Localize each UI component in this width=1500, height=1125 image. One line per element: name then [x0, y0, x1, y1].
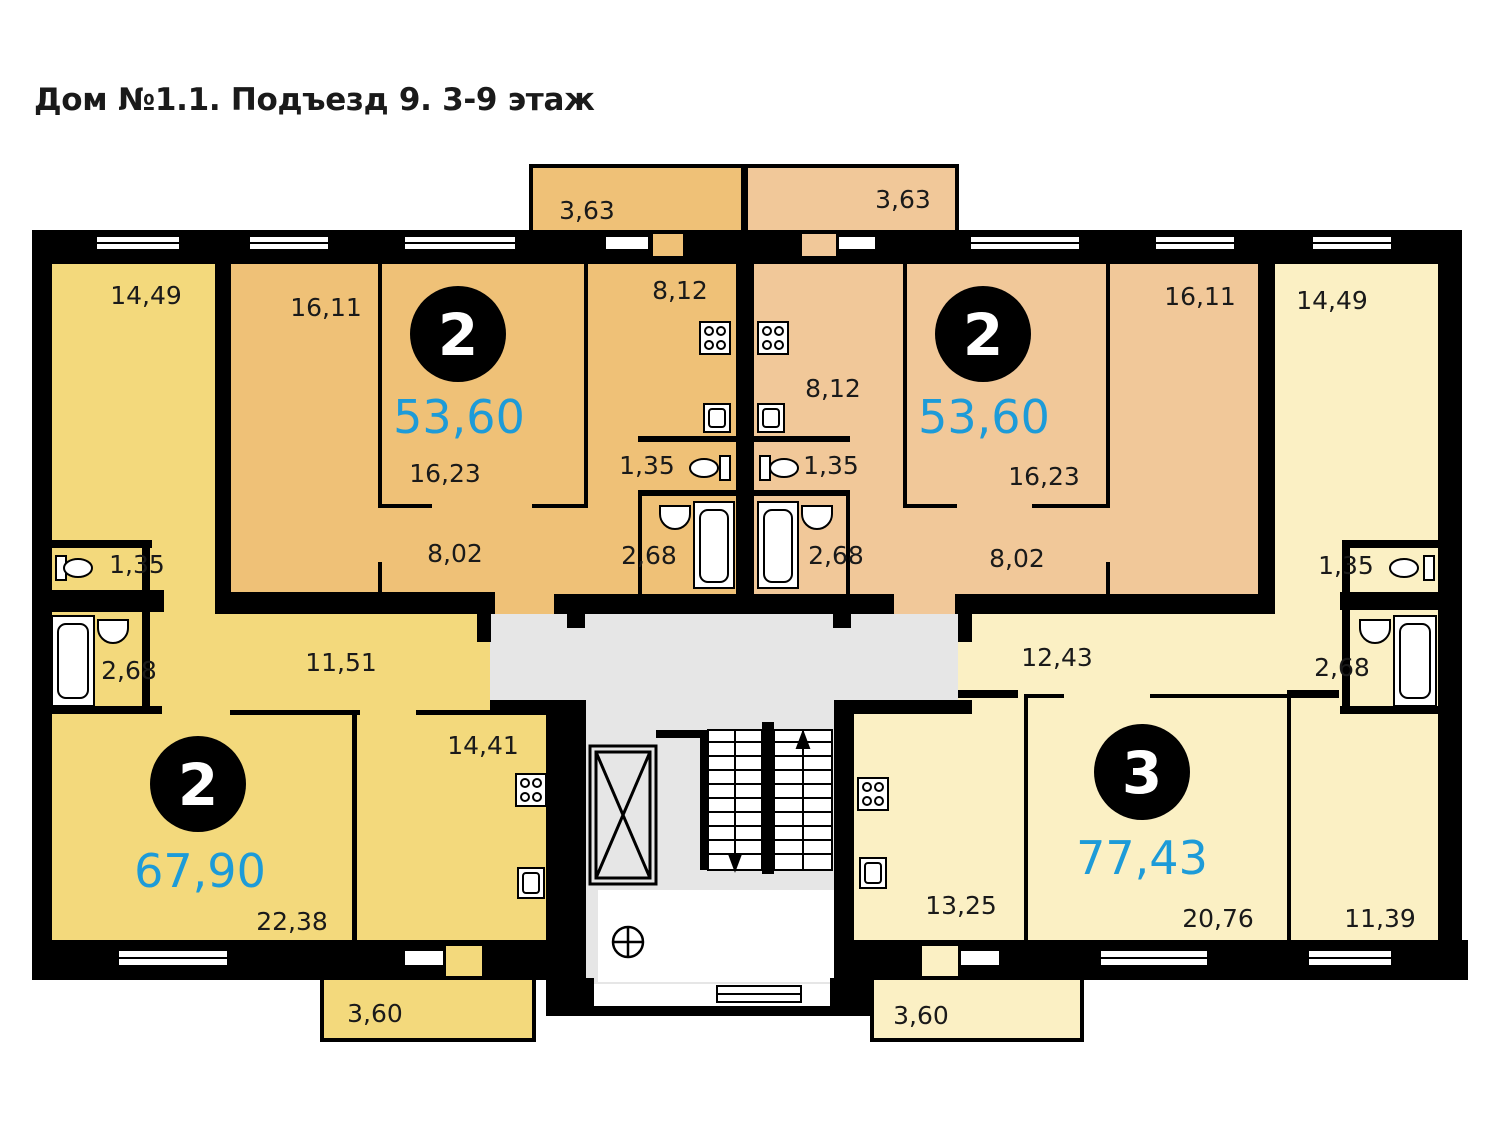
room-count: 2: [178, 751, 218, 819]
stove-icon: [515, 773, 547, 807]
apartment-area: 67,90: [134, 844, 266, 898]
room-count: 2: [438, 301, 478, 369]
washbasin-icon: [1359, 619, 1391, 644]
stove-icon: [757, 321, 789, 355]
room-area: 3,63: [875, 185, 931, 214]
crosshair-icon: [611, 925, 645, 959]
room-area: 1,35: [109, 550, 165, 579]
room-area: 1,35: [1318, 551, 1374, 580]
sink-icon: [757, 403, 785, 433]
sink-icon: [859, 857, 887, 889]
room-area: 8,02: [989, 544, 1045, 573]
room-count-badge: [410, 286, 506, 382]
stove-icon: [699, 321, 731, 355]
apartment-area: 77,43: [1076, 831, 1208, 885]
room-area: 3,60: [347, 999, 403, 1028]
room-count: 2: [963, 301, 1003, 369]
washbasin-icon: [659, 505, 691, 530]
room-area: 12,43: [1021, 643, 1093, 672]
stove-icon: [857, 777, 889, 811]
room-area: 2,68: [621, 541, 677, 570]
apartment-area: 53,60: [918, 390, 1050, 444]
toilet-icon: [759, 455, 799, 481]
toilet-icon: [55, 555, 93, 581]
room-area: 20,76: [1182, 904, 1254, 933]
room-area-labels: 3,63 3,63 14,49 16,11 8,12 16,11 14,49 8…: [101, 185, 1416, 1030]
room-count-badge: [935, 286, 1031, 382]
room-area: 2,68: [1314, 653, 1370, 682]
walls: [32, 164, 1468, 1042]
room-area: 22,38: [256, 907, 328, 936]
sink-icon: [517, 867, 545, 899]
room-area: 8,02: [427, 539, 483, 568]
washbasin-icon: [97, 619, 129, 644]
room-area: 16,23: [1008, 462, 1080, 491]
room-area: 16,23: [409, 459, 481, 488]
room-area: 3,60: [893, 1001, 949, 1030]
toilet-icon: [689, 455, 731, 481]
bathtub-icon: [51, 615, 95, 707]
room-area: 2,68: [808, 541, 864, 570]
fixtures: [51, 321, 1437, 899]
room-area: 2,68: [101, 656, 157, 685]
windows: [95, 234, 1393, 1003]
room-count: 3: [1122, 739, 1162, 807]
apartment-area: 53,60: [393, 390, 525, 444]
apartment-areas: 53,60 53,60 67,90 77,43: [134, 390, 1208, 898]
room-area: 11,39: [1344, 904, 1416, 933]
elevator-icon: [588, 744, 658, 886]
room-area: 1,35: [619, 451, 675, 480]
room-count-badge: [1094, 724, 1190, 820]
room-area: 11,51: [305, 648, 377, 677]
room-area: 3,63: [559, 196, 615, 225]
room-count-badges: 2 2 2 3: [150, 286, 1190, 832]
room-area: 16,11: [1164, 282, 1236, 311]
stairs-icon: [707, 729, 833, 873]
room-count-badge: [150, 736, 246, 832]
room-area: 14,49: [1296, 286, 1368, 315]
room-area: 1,35: [803, 451, 859, 480]
bathtub-icon: [1393, 615, 1437, 707]
room-area: 14,49: [110, 281, 182, 310]
page-title: Дом №1.1. Подъезд 9. 3-9 этаж: [34, 82, 595, 118]
sink-icon: [703, 403, 731, 433]
bathtub-icon: [693, 501, 735, 589]
washbasin-icon: [801, 505, 833, 530]
bathtub-icon: [757, 501, 799, 589]
room-area: 14,41: [447, 731, 519, 760]
room-area: 16,11: [290, 293, 362, 322]
room-area: 8,12: [652, 276, 708, 305]
toilet-icon: [1389, 555, 1435, 581]
room-area: 8,12: [805, 374, 861, 403]
room-area: 13,25: [925, 891, 997, 920]
